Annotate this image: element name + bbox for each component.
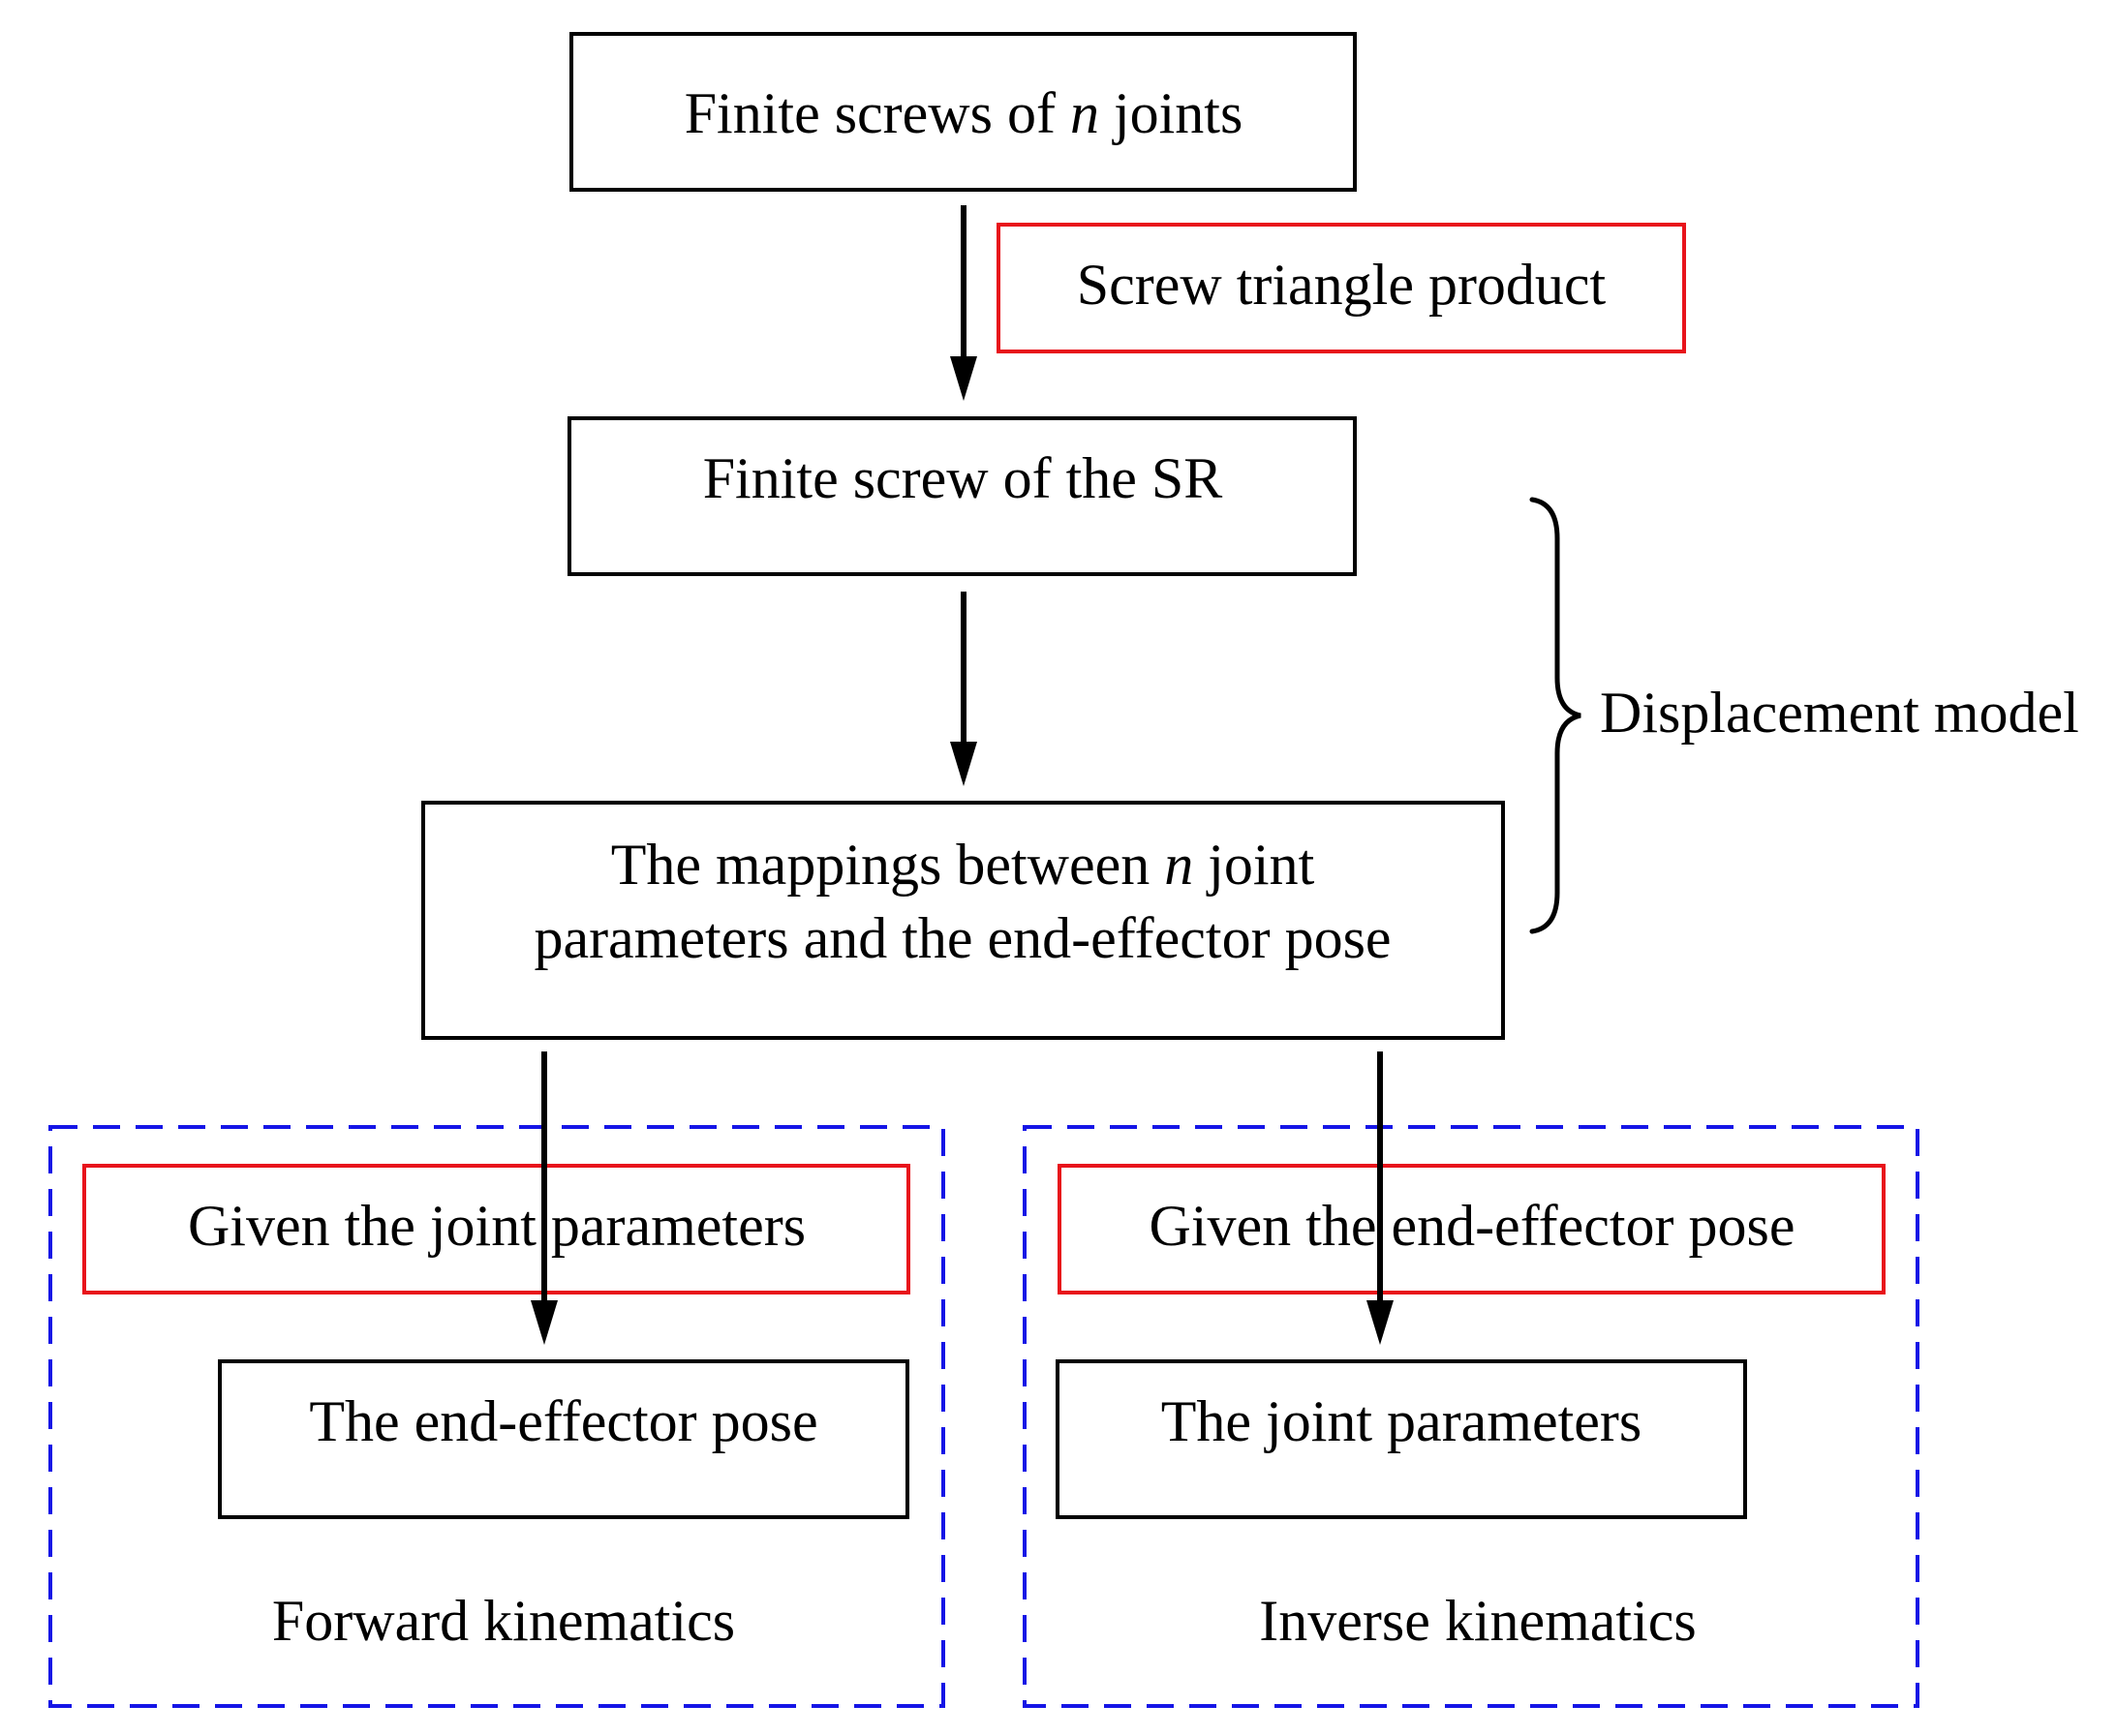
arrow-mappings-to-forward-head (531, 1300, 558, 1345)
given-joint-parameters-box (82, 1164, 910, 1294)
finite-screw-sr-box (568, 416, 1357, 576)
displacement-model-label: Displacement model (1600, 681, 2079, 745)
given-end-effector-pose-box (1058, 1164, 1886, 1294)
joint-parameters-box (1056, 1359, 1747, 1519)
end-effector-pose-label: The end-effector pose (309, 1389, 817, 1453)
screw-triangle-product-label: Screw triangle product (1077, 253, 1607, 317)
end-effector-pose-box (218, 1359, 909, 1519)
displacement-model-brace (1529, 497, 1581, 934)
joint-parameters-label: The joint parameters (1161, 1389, 1641, 1453)
arrow-sr-to-mappings-head (950, 742, 977, 786)
given-end-effector-pose-label: Given the end-effector pose (1150, 1194, 1795, 1258)
mappings-label-line2: parameters and the end-effector pose (534, 906, 1391, 970)
finite-screws-label: Finite screws of n joints (685, 81, 1243, 145)
inverse-kinematics-title: Inverse kinematics (1259, 1589, 1697, 1653)
finite-screws-box (569, 32, 1357, 192)
mappings-label-line1: The mappings between n joint (611, 833, 1315, 897)
inverse-kinematics-group (1023, 1125, 1919, 1708)
arrow-screws-to-sr-head (950, 356, 977, 401)
screw-triangle-product-box (997, 223, 1686, 353)
arrow-mappings-to-inverse-head (1366, 1300, 1394, 1345)
mappings-box (421, 801, 1505, 1040)
finite-screw-sr-label: Finite screw of the SR (703, 446, 1223, 510)
forward-kinematics-group (48, 1125, 945, 1708)
given-joint-parameters-label: Given the joint parameters (188, 1194, 806, 1258)
forward-kinematics-title: Forward kinematics (272, 1589, 735, 1653)
